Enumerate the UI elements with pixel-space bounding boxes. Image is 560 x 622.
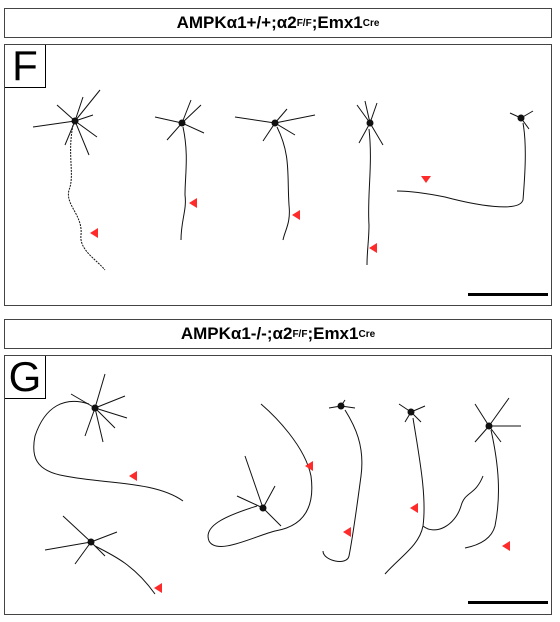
title-genotype: 1+/+;	[237, 13, 277, 32]
red-arrowhead-icon	[343, 527, 351, 537]
neuron-f4	[356, 100, 384, 266]
red-arrowhead-icon	[410, 503, 418, 513]
panel-f: F	[4, 44, 552, 306]
panel-letter-g: G	[5, 356, 46, 399]
red-arrowhead-icon	[154, 583, 162, 593]
soma-g5	[407, 408, 415, 416]
red-arrowhead-icon	[305, 461, 313, 471]
red-arrowhead-icon	[90, 228, 98, 238]
soma-f4	[366, 119, 374, 127]
neuron-f5	[396, 110, 534, 208]
soma-g3	[259, 504, 267, 512]
soma-g6	[485, 422, 493, 430]
title-emx: ;Emx1	[311, 13, 363, 32]
panel-g-neurons	[33, 373, 521, 595]
neuron-f2	[154, 99, 205, 241]
soma-g1	[91, 404, 99, 412]
soma-f2	[178, 119, 186, 127]
soma-g2	[87, 538, 95, 546]
arrow-group-f	[90, 176, 431, 253]
title-ff: F/F	[292, 328, 308, 340]
red-arrowhead-icon	[189, 198, 197, 208]
neuron-g6	[464, 397, 521, 549]
title-genotype: 1-/-;	[241, 324, 273, 343]
neuron-group-f	[32, 89, 534, 271]
soma-f3	[271, 119, 279, 127]
neuron-g1	[33, 373, 184, 502]
neuron-group-g	[33, 373, 521, 595]
soma-f5	[517, 114, 525, 122]
title-two: 2	[282, 324, 293, 343]
neuron-g2	[44, 515, 156, 595]
red-arrowhead-icon	[502, 541, 510, 551]
title-ampk: AMPK	[176, 13, 227, 32]
title-ff: F/F	[296, 17, 312, 29]
title-emx: ;Emx1	[307, 324, 359, 343]
title-cre: Cre	[362, 17, 380, 29]
panel-f-neurons	[32, 89, 534, 271]
title-cre: Cre	[358, 328, 376, 340]
red-arrowhead-icon	[421, 176, 431, 183]
title-alpha2: α	[272, 324, 283, 343]
panel-letter-f: F	[5, 45, 46, 88]
title-alpha: α	[226, 13, 238, 32]
red-arrowhead-icon	[129, 471, 137, 481]
panel-g: G	[4, 355, 552, 615]
neuron-f3	[234, 108, 316, 241]
neuron-f1	[32, 89, 106, 271]
arrow-group-g	[129, 461, 510, 593]
red-arrowhead-icon	[292, 210, 300, 220]
neuron-g3	[207, 403, 313, 547]
scale-bar-f	[468, 293, 548, 296]
soma-g4	[337, 402, 345, 410]
neuron-g5	[384, 403, 484, 575]
red-arrowhead-icon	[369, 243, 377, 253]
title-alpha: α	[230, 324, 242, 343]
scale-bar-g	[468, 601, 548, 604]
title-alpha2: α	[276, 13, 288, 32]
title-two: 2	[287, 13, 297, 32]
neuron-g4	[322, 399, 363, 562]
soma-f1	[71, 117, 79, 125]
title-ampk: AMPK	[180, 324, 231, 343]
